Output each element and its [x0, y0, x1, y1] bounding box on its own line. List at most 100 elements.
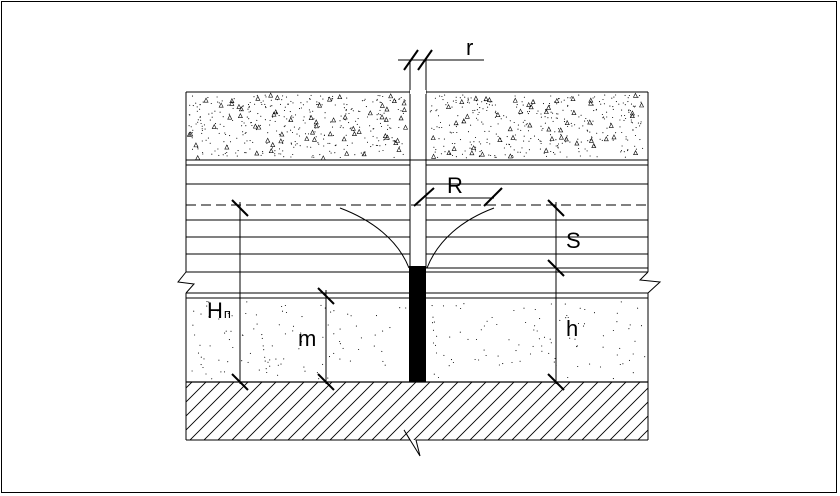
stipple-dot [523, 155, 525, 157]
stipple-dot [242, 134, 244, 136]
stipple-dot [200, 364, 202, 366]
stipple-dot [623, 151, 625, 153]
stipple-dot [604, 94, 606, 96]
stipple-dot [546, 104, 552, 110]
stipple-dot [592, 104, 594, 106]
stipple-dot [554, 97, 560, 103]
stipple-dot [433, 321, 435, 323]
stipple-dot [340, 115, 342, 117]
stipple-dot [284, 125, 286, 127]
stipple-dot [288, 116, 294, 122]
stipple-dot [460, 307, 462, 310]
stipple-dot [318, 102, 320, 104]
stipple-dot [595, 109, 597, 111]
stipple-dot [377, 113, 380, 115]
topsoil-layer [186, 91, 648, 161]
stipple-dot [514, 134, 516, 136]
stipple-dot [279, 131, 285, 137]
stipple-dot [208, 316, 210, 318]
stipple-dot [508, 143, 510, 145]
stipple-dot [216, 96, 218, 98]
stipple-dot [322, 363, 324, 365]
stipple-dot [350, 108, 352, 111]
stipple-dot [232, 346, 234, 349]
stipple-dot [474, 109, 476, 111]
stipple-dot [246, 140, 248, 142]
stipple-dot [621, 109, 623, 111]
stipple-dot [540, 125, 542, 127]
stipple-dot [596, 156, 598, 158]
stipple-dot [549, 338, 551, 340]
stipple-dot [434, 344, 437, 346]
stipple-dot [201, 125, 203, 127]
stipple-dot [283, 126, 285, 128]
stipple-dot [346, 104, 348, 106]
stipple-dot [480, 150, 482, 152]
stipple-dot [599, 138, 601, 140]
stipple-dot [567, 104, 569, 106]
stipple-dot [624, 94, 626, 96]
stipple-dot [564, 303, 566, 305]
stipple-dot [448, 124, 451, 126]
stipple-dot [465, 157, 467, 159]
stipple-dot [587, 119, 593, 125]
stipple-dot [583, 323, 586, 325]
stipple-dot [622, 102, 624, 104]
stipple-dot [464, 150, 466, 152]
stipple-dot [200, 356, 202, 358]
stipple-dot [640, 325, 643, 327]
stipple-dot [295, 144, 297, 146]
stipple-dot [320, 95, 322, 97]
stipple-dot [268, 148, 274, 153]
stipple-dot [527, 122, 533, 128]
stipple-dot [510, 134, 516, 140]
stipple-dot [199, 344, 201, 346]
stipple-dot [600, 103, 602, 105]
stipple-dot [402, 112, 404, 114]
stipple-dot [431, 153, 437, 159]
stipple-dot [577, 322, 580, 325]
stipple-dot [557, 143, 560, 145]
stipple-dot [436, 109, 438, 111]
stipple-dot [355, 325, 357, 327]
stipple-dot [526, 123, 528, 125]
stipple-dot [634, 105, 636, 107]
stipple-dot [292, 153, 294, 156]
stipple-dot [278, 138, 284, 144]
stipple-dot [228, 113, 230, 115]
stipple-dot [360, 152, 362, 154]
stipple-dot [316, 372, 318, 374]
stipple-dot [231, 315, 233, 317]
stipple-dot [475, 100, 478, 102]
stipple-dot [271, 111, 277, 117]
stipple-dot [580, 114, 582, 116]
stipple-dot [315, 136, 317, 138]
stipple-dot [286, 118, 288, 120]
stipple-dot [557, 98, 560, 100]
stipple-dot [584, 120, 586, 122]
stipple-dot [191, 370, 193, 372]
stipple-dot [225, 133, 227, 136]
stipple-dot [474, 136, 477, 139]
stipple-dot [584, 148, 586, 150]
stipple-dot [587, 140, 589, 142]
stipple-dot [531, 103, 534, 105]
stipple-dot [320, 133, 322, 135]
stipple-dot [536, 330, 538, 332]
stipple-dot [247, 108, 249, 110]
stipple-dot [630, 119, 632, 121]
stipple-dot [258, 369, 260, 371]
stipple-dot [317, 103, 319, 105]
stipple-dot [255, 95, 261, 101]
stipple-dot [625, 117, 627, 120]
stipple-dot [482, 123, 484, 125]
stipple-dot [624, 114, 626, 117]
stipple-dot [483, 349, 485, 351]
stipple-dot [274, 94, 280, 100]
stipple-dot [459, 331, 461, 333]
stipple-dot [202, 366, 204, 369]
stipple-dot [191, 132, 193, 134]
stipple-dot [307, 133, 310, 135]
stipple-dot [486, 109, 488, 112]
